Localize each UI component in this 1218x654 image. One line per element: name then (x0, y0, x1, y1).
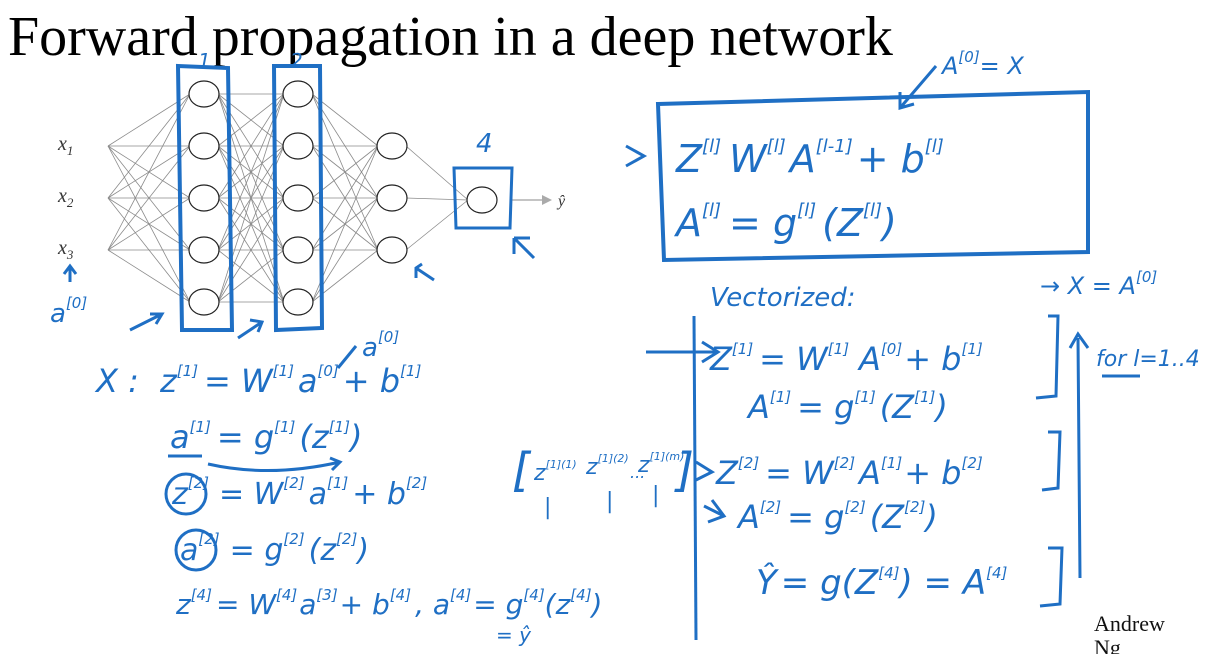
layer-4-label: 4 (476, 129, 493, 159)
loop-up-arrow-icon (1068, 331, 1090, 579)
layer-2-box (271, 64, 325, 333)
circle-mark (174, 528, 218, 572)
bracket-mark (1039, 546, 1064, 608)
output-arrow-icon (542, 195, 552, 205)
general-equations-box (655, 89, 1090, 263)
network-node (282, 288, 314, 316)
curved-arrow-icon (207, 456, 343, 472)
up-arrow-icon (62, 263, 78, 282)
x-equals-a0-note: → X = A[0] (1040, 268, 1157, 300)
a1-equation: a[1]= g[1](z[1]) (170, 418, 362, 456)
network-edge (107, 93, 191, 199)
general-equations: A[0]= X Z[l]W[l]A[l-1]+ b[l] A[l]= g[l](… (625, 48, 1090, 263)
arrow-icon (512, 236, 536, 260)
bracket-close: ] (674, 443, 694, 497)
arrow-icon (237, 318, 265, 340)
network-edge (107, 93, 191, 147)
vec-z1-equation: Z[1]= W[1]A[0]+ b[1] (709, 340, 983, 378)
network-node (188, 80, 220, 108)
input-x1-label: x1 (57, 133, 73, 158)
z-entry: z[1](2) (585, 452, 629, 480)
author-attribution: Andrew Ng (1094, 612, 1165, 654)
tick-mark: | (606, 489, 613, 514)
network-node (376, 132, 408, 160)
vec-a1-equation: A[1]= g[1](Z[1]) (746, 388, 948, 426)
vectorized-equations: Vectorized: → X = A[0] for l=1..4 Z[1]= … (646, 268, 1200, 641)
network-edge (107, 249, 191, 303)
bracket-open: [ (512, 443, 532, 497)
tick-mark: | (652, 483, 659, 508)
slide-title: Forward propagation in a deep network (8, 6, 893, 68)
network-edge (311, 93, 379, 147)
right-arrow-icon (646, 340, 721, 364)
bracket-mark (1035, 314, 1060, 400)
single-example-equations: X : z[1]= W[1]a[0]+ b[1] a[1]= g[1](z[1]… (94, 362, 602, 647)
attribution-line-2: Ng (1094, 636, 1121, 654)
arrow-icon (129, 312, 165, 332)
divider-line (692, 315, 698, 641)
attribution-line-1: Andrew (1094, 611, 1165, 636)
general-a-equation: A[l]= g[l](Z[l]) (673, 200, 897, 245)
network-node (282, 132, 314, 160)
layer-4-box (452, 166, 514, 230)
output-yhat-label: ŷ (556, 193, 566, 210)
network-nodes (188, 80, 498, 316)
network-edge (217, 249, 285, 303)
bracket-mark (1041, 430, 1062, 492)
z4-a4-equation: z[4]= W[4]a[3]+ b[4], a[4]= g[4](z[4]) (175, 586, 602, 621)
loop-note: for l=1..4 (1096, 347, 1200, 372)
layer-1-label: 1 (198, 49, 211, 73)
network-edge (405, 199, 469, 251)
z2-equation: z[2]= W[2]a[1]+ b[2] (171, 474, 427, 512)
network-edge (217, 197, 285, 303)
a2-equation: a[2]= g[2](z[2]) (180, 530, 369, 568)
network-node (282, 184, 314, 212)
vec-z2-equation: Z[2]= W[2]A[1]+ b[2] (715, 454, 983, 492)
x-label: X : (94, 362, 139, 400)
network-node (188, 132, 220, 160)
z1-equation: z[1]= W[1]a[0]+ b[1] (159, 362, 421, 400)
stacking-note: [ z[1](1) z[1](2) z[1](m) ... ] | | | (512, 443, 694, 520)
network-edge (405, 197, 469, 201)
network-node (188, 288, 220, 316)
down-arrow-icon (898, 65, 938, 110)
network-node (188, 184, 220, 212)
network-edge (405, 145, 469, 201)
network-edge (107, 197, 191, 251)
vectorized-heading: Vectorized: (710, 283, 855, 313)
z-entry: z[1](1) (533, 458, 577, 486)
general-z-equation: Z[l]W[l]A[l-1]+ b[l] (675, 136, 944, 181)
layer-1-box (175, 63, 235, 332)
network-node (466, 186, 498, 214)
slash-mark (336, 345, 358, 369)
yhat-note: = ŷ (496, 623, 532, 647)
network-edge (311, 145, 379, 199)
input-note: a[0] (50, 294, 87, 329)
vec-yhat-equation: Ŷ= g(Z[4]) = A[4] (756, 562, 1008, 603)
network-node (282, 236, 314, 264)
network-node (376, 184, 408, 212)
dots: ... (630, 463, 645, 482)
circle-mark (164, 472, 208, 516)
bullet-arrow-icon (703, 499, 727, 524)
network-node (282, 80, 314, 108)
arrow-icon (414, 262, 435, 282)
input-x3-label: x3 (57, 237, 74, 262)
layer-2-label: 2 (290, 49, 303, 73)
z-entry: z[1](m) (637, 450, 684, 478)
network-edge (107, 93, 191, 251)
network-edge (107, 145, 191, 251)
input-x2-label: x2 (57, 185, 74, 210)
hidden-note: a[0] (362, 328, 399, 363)
tick-mark: | (544, 495, 551, 520)
network-node (376, 236, 408, 264)
network-diagram: x1 x2 x3 ŷ 1 2 4 a[0] a[0] (50, 49, 566, 369)
bullet-arrow-icon (695, 460, 716, 482)
vec-a2-equation: A[2]= g[2](Z[2]) (736, 498, 938, 536)
a0-equals-x-note: A[0]= X (940, 48, 1024, 80)
bullet-arrow-icon (625, 144, 648, 168)
network-node (188, 236, 220, 264)
